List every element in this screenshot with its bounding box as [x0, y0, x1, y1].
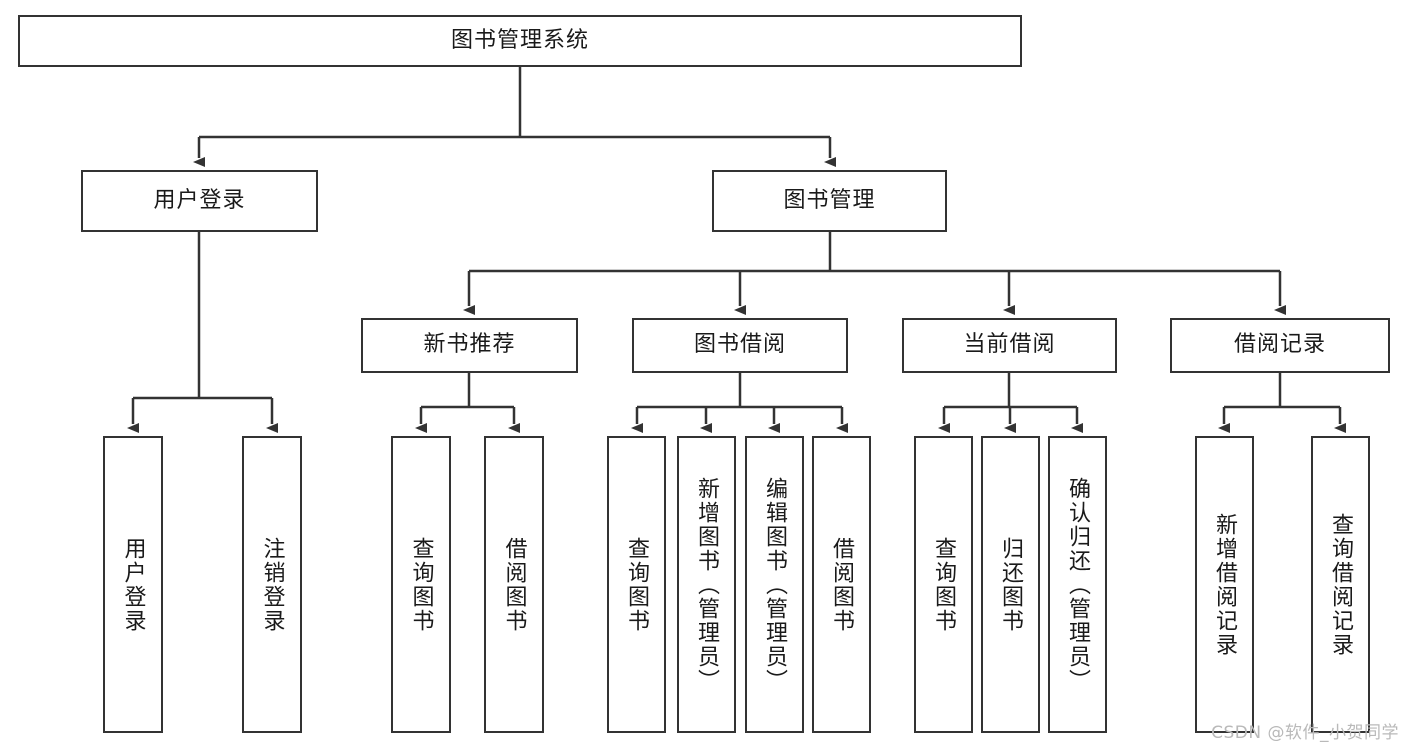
link-currentborrow-to-leaves	[938, 373, 1083, 433]
leaf-user-login-signin-label: 用户登录	[120, 536, 146, 633]
leaf-currentborrow-confirm-return[interactable]: 确认归还（管理员）	[1048, 436, 1107, 733]
leaf-borrowrecord-query-record[interactable]: 查询借阅记录	[1311, 436, 1370, 733]
node-root-system-label: 图书管理系统	[450, 27, 589, 53]
leaf-user-login-signout-label: 注销登录	[259, 536, 285, 633]
leaf-currentborrow-query-book[interactable]: 查询图书	[914, 436, 973, 733]
leaf-currentborrow-return-book-label: 归还图书	[998, 536, 1024, 633]
node-user-login[interactable]: 用户登录	[81, 170, 318, 232]
node-root-system[interactable]: 图书管理系统	[18, 15, 1022, 67]
leaf-bookborrow-add-book-label: 新增图书（管理员）	[694, 476, 720, 693]
node-current-borrow-label: 当前借阅	[963, 332, 1056, 358]
leaf-newbook-query-book[interactable]: 查询图书	[391, 436, 451, 733]
leaf-borrowrecord-add-record[interactable]: 新增借阅记录	[1195, 436, 1254, 733]
link-bookborrow-to-leaves	[631, 373, 848, 433]
node-current-borrow[interactable]: 当前借阅	[902, 318, 1117, 373]
node-new-book-recommend[interactable]: 新书推荐	[361, 318, 578, 373]
leaf-newbook-borrow-book-label: 借阅图书	[501, 536, 527, 633]
node-new-book-recommend-label: 新书推荐	[423, 332, 516, 358]
node-borrow-record-label: 借阅记录	[1233, 332, 1326, 358]
link-userlogin-to-leaves	[127, 232, 278, 433]
link-borrowrecord-to-leaves	[1218, 373, 1346, 433]
leaf-bookborrow-add-book[interactable]: 新增图书（管理员）	[677, 436, 736, 733]
node-book-management[interactable]: 图书管理	[712, 170, 947, 232]
link-newbook-to-leaves	[415, 373, 520, 433]
leaf-borrowrecord-add-record-label: 新增借阅记录	[1212, 512, 1238, 657]
leaf-currentborrow-return-book[interactable]: 归还图书	[981, 436, 1040, 733]
node-book-borrow-label: 图书借阅	[693, 332, 786, 358]
leaf-user-login-signout[interactable]: 注销登录	[242, 436, 302, 733]
link-root-to-level2	[193, 67, 836, 167]
link-bookmgmt-to-level3	[463, 232, 1286, 315]
leaf-user-login-signin[interactable]: 用户登录	[103, 436, 163, 733]
leaf-borrowrecord-query-record-label: 查询借阅记录	[1328, 512, 1354, 657]
node-user-login-label: 用户登录	[153, 187, 246, 213]
node-borrow-record[interactable]: 借阅记录	[1170, 318, 1390, 373]
node-book-management-label: 图书管理	[783, 187, 876, 213]
leaf-currentborrow-confirm-return-label: 确认归还（管理员）	[1065, 476, 1091, 693]
leaf-currentborrow-query-book-label: 查询图书	[931, 536, 957, 633]
leaf-bookborrow-edit-book-label: 编辑图书（管理员）	[762, 476, 788, 693]
leaf-newbook-query-book-label: 查询图书	[408, 536, 434, 633]
leaf-bookborrow-borrow-book[interactable]: 借阅图书	[812, 436, 871, 733]
leaf-bookborrow-edit-book[interactable]: 编辑图书（管理员）	[745, 436, 804, 733]
node-book-borrow[interactable]: 图书借阅	[632, 318, 848, 373]
leaf-bookborrow-borrow-book-label: 借阅图书	[829, 536, 855, 633]
leaf-bookborrow-query-book[interactable]: 查询图书	[607, 436, 666, 733]
leaf-newbook-borrow-book[interactable]: 借阅图书	[484, 436, 544, 733]
leaf-bookborrow-query-book-label: 查询图书	[624, 536, 650, 633]
